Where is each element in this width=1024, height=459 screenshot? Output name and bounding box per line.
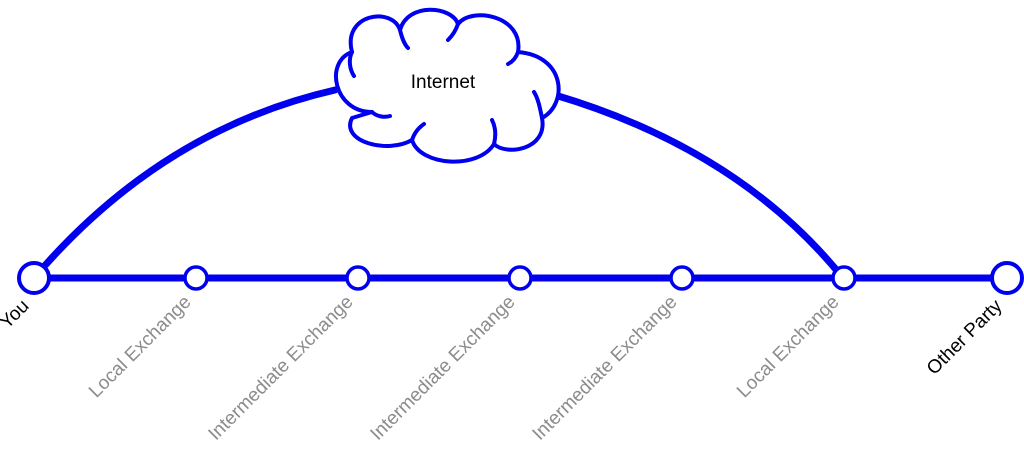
exchange-node — [507, 265, 533, 291]
node-group — [17, 261, 1024, 295]
endpoint-label: You — [0, 296, 34, 334]
cloud-detail-curve — [410, 122, 426, 142]
cloud-label: Internet — [411, 72, 476, 93]
endpoint-node — [17, 261, 51, 295]
cloud-detail-curve — [370, 110, 392, 119]
exchange-label: Intermediate Exchange — [367, 292, 520, 445]
cloud-detail-curve — [532, 90, 544, 120]
internet-link-left — [30, 86, 339, 282]
cloud-detail-curve — [347, 50, 356, 78]
endpoint-label: Other Party — [923, 295, 1007, 379]
cloud-detail-curve — [446, 22, 460, 42]
exchange-label: Intermediate Exchange — [529, 292, 682, 445]
exchange-label: Local Exchange — [733, 292, 843, 402]
internet-cloud: Internet — [334, 7, 561, 164]
exchange-node — [183, 265, 209, 291]
exchange-node — [831, 265, 857, 291]
cloud-detail-curve — [398, 28, 410, 50]
exchange-label: Local Exchange — [85, 292, 195, 402]
endpoint-node — [990, 261, 1024, 295]
exchange-label: Intermediate Exchange — [205, 292, 358, 445]
internet-link-right — [551, 91, 847, 282]
exchange-node — [345, 265, 371, 291]
cloud-detail-curve — [490, 118, 498, 146]
exchange-node — [669, 265, 695, 291]
cloud-detail-curve — [506, 50, 520, 66]
